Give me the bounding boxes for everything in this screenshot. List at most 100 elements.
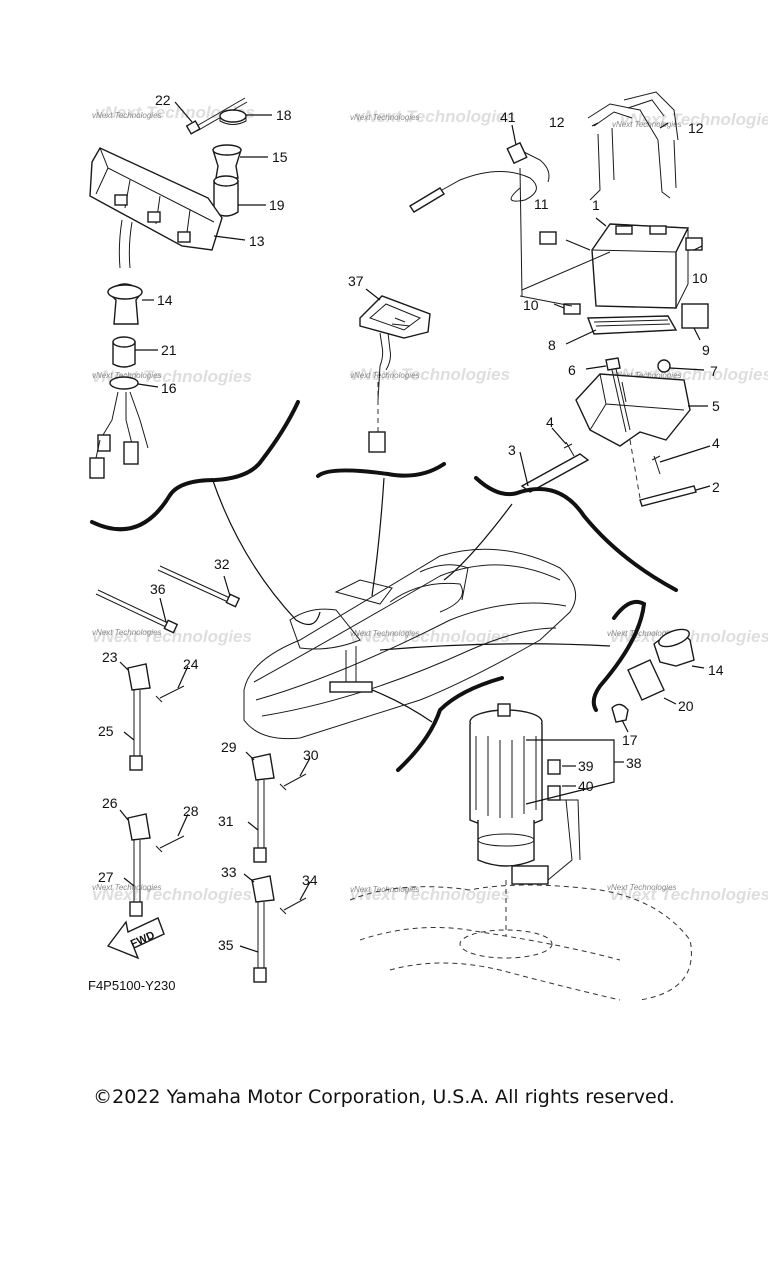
- part-bracket-2: [639, 485, 697, 507]
- part-pad-9: [681, 303, 709, 329]
- callout-29: 29: [221, 739, 237, 755]
- part-sleeve-21: [112, 341, 136, 368]
- part-switch-37: [359, 295, 431, 339]
- callout-17: 17: [622, 732, 638, 748]
- battery-group: [409, 91, 711, 507]
- callout-14: 14: [708, 662, 724, 678]
- part-strap-12: [623, 91, 679, 199]
- watermark-shadow: vNext Technologies: [95, 103, 255, 122]
- leaders-top-left: [135, 101, 272, 388]
- diagram-code: F4P5100-Y230: [88, 978, 175, 993]
- part-pad-11: [539, 231, 557, 245]
- part-sensor-41: [409, 187, 445, 213]
- watermark-text: vNext Technologies: [607, 883, 677, 892]
- callout-32: 32: [214, 556, 230, 572]
- callout-13: 13: [249, 233, 265, 249]
- watercraft-hull: [243, 548, 577, 740]
- callout-24: 24: [183, 656, 199, 672]
- callout-38: 38: [626, 755, 642, 771]
- callout-12: 12: [549, 114, 565, 130]
- part-battery-1: [591, 223, 690, 309]
- part-sleeve-20: [627, 659, 665, 701]
- watermark-shadow: vNext Technologies: [620, 110, 768, 129]
- part-connector: [123, 441, 139, 465]
- part-bolt-6: [605, 357, 621, 371]
- part-pad-10: [685, 237, 703, 251]
- callout-11: 11: [534, 196, 549, 212]
- callout-12: 12: [688, 120, 704, 136]
- watermark-text: vNext Technologies: [92, 883, 162, 892]
- watermark-text: vNext Technologies: [350, 371, 420, 380]
- callout-40: 40: [578, 778, 594, 794]
- callout-22: 22: [155, 92, 171, 108]
- callout-25: 25: [98, 723, 114, 739]
- part-strap-12: [587, 103, 659, 201]
- watermark-text: vNext Technologies: [92, 111, 162, 120]
- part-meter-13: [89, 147, 223, 251]
- part-bolt-4: [563, 441, 575, 457]
- fwd-arrow: FWD: [106, 917, 165, 960]
- part-band-16: [109, 376, 139, 390]
- part-pad-10: [563, 303, 581, 315]
- part-battery-box-5: [575, 373, 691, 447]
- callout-41: 41: [500, 109, 516, 125]
- callout-9: 9: [702, 342, 710, 358]
- watermark-text: vNext Technologies: [612, 371, 682, 380]
- part-tie-35: [257, 902, 265, 968]
- part-rivet-34: [279, 897, 307, 915]
- callout-16: 16: [161, 380, 177, 396]
- part-tie-25: [133, 690, 141, 756]
- fuel-pump-group: [349, 703, 692, 1001]
- part-cap-18: [219, 109, 247, 123]
- watermark-shadow: vNext Technologies: [350, 627, 510, 646]
- callout-8: 8: [548, 337, 556, 353]
- part-switch-connector: [368, 431, 386, 453]
- part-tie-31: [257, 780, 265, 848]
- grommet-group-right: [611, 628, 705, 733]
- callout-39: 39: [578, 758, 594, 774]
- hull-outline: [243, 548, 577, 740]
- watermark-text: vNext Technologies: [92, 628, 162, 637]
- callout-10: 10: [692, 270, 708, 286]
- callout-23: 23: [102, 649, 118, 665]
- part-clamp-33: [251, 875, 275, 903]
- callout-15: 15: [272, 149, 288, 165]
- part-cable-tie-head-22: [185, 120, 201, 135]
- callout-26: 26: [102, 795, 118, 811]
- callout-18: 18: [276, 107, 292, 123]
- watermark-shadow: vNext Technologies: [92, 885, 252, 904]
- callout-35: 35: [218, 937, 234, 953]
- part-rivet-30: [279, 773, 307, 791]
- callout-4: 4: [546, 414, 554, 430]
- part-sender-39: [547, 759, 561, 775]
- switch-group-37: [359, 288, 431, 453]
- tie-clamp-group: [95, 565, 311, 983]
- watermark-text: vNext Technologies: [607, 629, 677, 638]
- callout-19: 19: [269, 197, 285, 213]
- watermark-text: vNext Technologies: [350, 885, 420, 894]
- callout-3: 3: [508, 442, 516, 458]
- watermark-shadow: vNext Technologies: [355, 107, 515, 126]
- part-rivet-28: [155, 835, 185, 853]
- callout-37: 37: [348, 273, 364, 289]
- watermark-text: vNext Technologies: [612, 120, 682, 129]
- callout-2: 2: [712, 479, 720, 495]
- watermark-text: vNext Technologies: [350, 113, 420, 122]
- part-tie-27: [133, 840, 141, 902]
- callout-36: 36: [150, 581, 166, 597]
- watermark-text: vNext Technologies: [350, 629, 420, 638]
- callout-31: 31: [218, 813, 234, 829]
- copyright-notice: ©2022 Yamaha Motor Corporation, U.S.A. A…: [93, 1086, 675, 1108]
- part-bracket-3: [520, 453, 590, 493]
- meter-assembly-group: [89, 97, 248, 479]
- callout-6: 6: [568, 362, 576, 378]
- callouts: 1 2 3 4 4 5 6 7 8 9 10 10 11 12 12 13 14…: [98, 92, 724, 953]
- watermark-shadow: vNext Technologies: [610, 885, 768, 904]
- brace-lines: [90, 400, 678, 772]
- callout-14: 14: [157, 292, 173, 308]
- callout-33: 33: [221, 864, 237, 880]
- part-connector: [89, 457, 105, 479]
- part-cable-tie-36: [95, 589, 171, 629]
- callout-5: 5: [712, 398, 720, 414]
